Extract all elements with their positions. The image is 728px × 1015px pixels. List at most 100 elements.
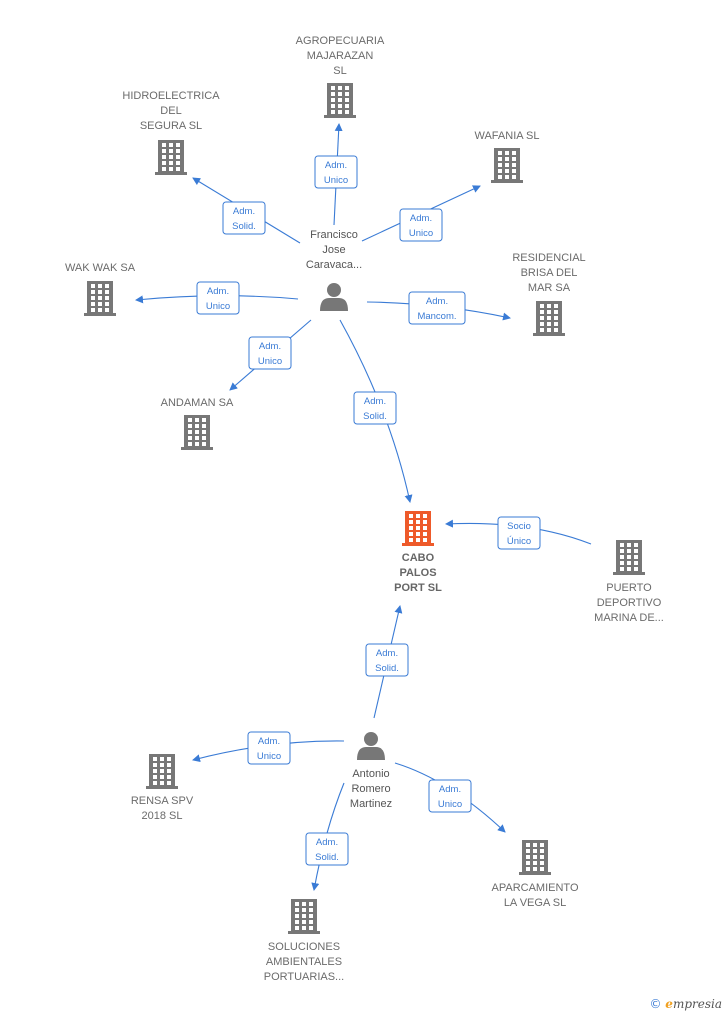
relation-e9: Adm. Solid. [365, 605, 409, 719]
company-node-cabopalos[interactable]: CABO PALOS PORT SL [394, 511, 442, 594]
relation-e5: Adm. Mancom. [366, 291, 511, 325]
company-name[interactable]: PORTUARIAS... [264, 971, 344, 983]
company-node-wakwak[interactable]: WAK WAK SA [65, 262, 136, 316]
person-name[interactable]: Antonio [352, 768, 389, 780]
company-node-hidroelectrica[interactable]: HIDROELECTRICA DEL SEGURA SL [122, 90, 220, 175]
company-name[interactable]: PALOS [399, 567, 436, 579]
person-name[interactable]: Jose [322, 244, 345, 256]
person-name[interactable]: Martinez [350, 798, 392, 810]
relation-label: Unico [257, 751, 281, 762]
company-name[interactable]: DEL [160, 105, 181, 117]
relation-badge[interactable] [399, 208, 443, 242]
company-name[interactable]: AMBIENTALES [266, 956, 342, 968]
company-node-aparcamiento[interactable]: APARCAMIENTO LA VEGA SL [492, 840, 579, 909]
relation-badge[interactable] [222, 201, 266, 235]
person-name[interactable]: Caravaca... [306, 259, 362, 271]
relation-e12: Adm. Solid. [305, 782, 349, 891]
relation-label: Mancom. [417, 311, 456, 322]
relation-label: Socio [507, 521, 531, 532]
relation-label: Único [507, 536, 531, 547]
company-name[interactable]: RESIDENCIAL [512, 252, 585, 264]
building-icon [181, 415, 213, 450]
company-name[interactable]: SL [333, 65, 346, 77]
relation-badge[interactable] [497, 516, 541, 550]
relation-label: Adm. [426, 296, 448, 307]
relation-label: Adm. [325, 160, 347, 171]
company-node-rensa[interactable]: RENSA SPV 2018 SL [131, 754, 194, 822]
building-icon [613, 540, 645, 575]
relation-badge[interactable] [314, 155, 358, 189]
company-name[interactable]: RENSA SPV [131, 795, 194, 807]
building-icon [533, 301, 565, 336]
building-icon [84, 281, 116, 316]
relation-badge[interactable] [365, 643, 409, 677]
relation-label: Solid. [375, 663, 399, 674]
building-icon [491, 148, 523, 183]
company-name[interactable]: DEPORTIVO [597, 597, 662, 609]
relation-e11: Adm. Unico [394, 762, 506, 833]
company-name[interactable]: BRISA DEL [521, 267, 578, 279]
relation-label: Adm. [439, 784, 461, 795]
relation-label: Solid. [315, 852, 339, 863]
person-name[interactable]: Francisco [310, 229, 358, 241]
relation-badge[interactable] [353, 391, 397, 425]
relation-label: Solid. [232, 221, 256, 232]
company-node-soluciones[interactable]: SOLUCIONES AMBIENTALES PORTUARIAS... [264, 899, 344, 983]
company-name[interactable]: SEGURA SL [140, 120, 202, 132]
company-name[interactable]: PORT SL [394, 582, 442, 594]
building-icon [402, 511, 434, 546]
relation-label: Unico [324, 175, 348, 186]
relation-badge[interactable] [428, 779, 472, 813]
company-name[interactable]: 2018 SL [142, 810, 183, 822]
company-name[interactable]: ANDAMAN SA [161, 397, 234, 409]
relation-badge[interactable] [248, 336, 292, 370]
company-node-wafania[interactable]: WAFANIA SL [474, 130, 540, 183]
relation-badge[interactable] [305, 832, 349, 866]
building-icon [519, 840, 551, 875]
relation-label: Adm. [316, 837, 338, 848]
company-name[interactable]: PUERTO [606, 582, 652, 594]
empresia-logo: © empresia [649, 997, 722, 1011]
relation-label: Adm. [233, 206, 255, 217]
company-name[interactable]: LA VEGA SL [504, 897, 566, 909]
company-node-andaman[interactable]: ANDAMAN SA [161, 397, 234, 450]
relation-e1: Adm. Unico [314, 123, 358, 226]
building-icon [146, 754, 178, 789]
relation-label: Adm. [207, 286, 229, 297]
company-node-residencial[interactable]: RESIDENCIAL BRISA DEL MAR SA [512, 252, 586, 336]
relation-e4: Adm. Unico [135, 281, 299, 315]
relation-badge[interactable] [196, 281, 240, 315]
company-name[interactable]: WAFANIA SL [474, 130, 539, 142]
relation-label: Unico [438, 799, 462, 810]
building-icon [288, 899, 320, 934]
relation-e2: Adm. Solid. [192, 177, 301, 244]
company-name[interactable]: HIDROELECTRICA [122, 90, 220, 102]
company-name[interactable]: CABO [402, 552, 435, 564]
relation-label: Adm. [259, 341, 281, 352]
relation-label: Adm. [258, 736, 280, 747]
company-name[interactable]: MARINA DE... [594, 612, 664, 624]
person-name[interactable]: Romero [351, 783, 390, 795]
company-node-puerto[interactable]: PUERTO DEPORTIVO MARINA DE... [594, 540, 664, 624]
person-node-francisco[interactable]: FranciscoJoseCaravaca... [306, 229, 362, 311]
relation-label: Adm. [364, 396, 386, 407]
relation-badge[interactable] [247, 731, 291, 765]
relation-e3: Adm.Unico [361, 185, 481, 242]
relation-label: Unico [258, 356, 282, 367]
company-name[interactable]: MAR SA [528, 282, 571, 294]
building-icon [155, 140, 187, 175]
company-name[interactable]: APARCAMIENTO [492, 882, 579, 894]
company-name[interactable]: SOLUCIONES [268, 941, 340, 953]
person-icon [320, 283, 348, 311]
company-node-agropecuaria[interactable]: AGROPECUARIA MAJARAZAN SL [296, 35, 385, 118]
relation-badge[interactable] [408, 291, 466, 325]
relation-label: Adm. [376, 648, 398, 659]
company-name[interactable]: MAJARAZAN [307, 50, 374, 62]
relation-label: Unico [409, 228, 433, 239]
company-name[interactable]: WAK WAK SA [65, 262, 136, 274]
company-name[interactable]: AGROPECUARIA [296, 35, 385, 47]
relation-label: Unico [206, 301, 230, 312]
